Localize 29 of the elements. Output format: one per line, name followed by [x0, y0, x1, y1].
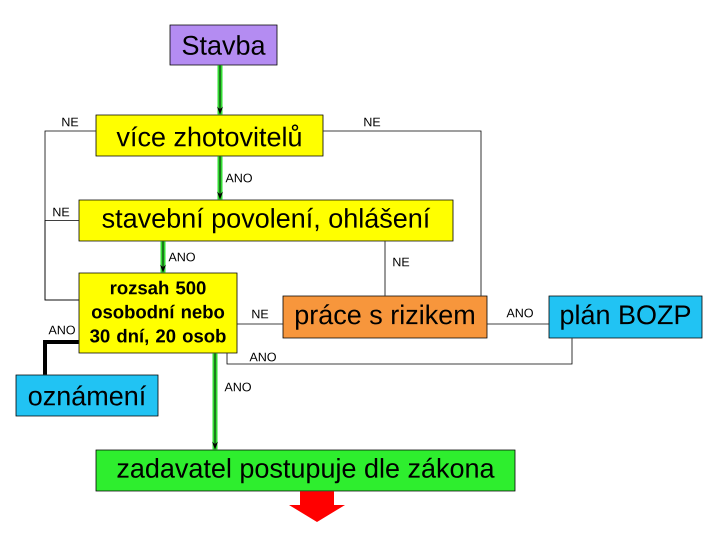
connector-line: [44, 220, 79, 300]
process-box: více zhotovitelů: [96, 114, 324, 156]
arrow: [217, 64, 223, 115]
connector-line: [323, 130, 482, 296]
block-arrow: [289, 491, 345, 522]
edge-label: ANO: [506, 308, 533, 318]
process-box: stavební povolení, ohlášení: [78, 200, 454, 242]
edge-label: NE: [252, 310, 268, 318]
edge-label: NE: [62, 118, 78, 126]
edge-label: NE: [364, 118, 380, 126]
connector-line: [226, 338, 572, 364]
edge-label: ANO: [250, 352, 276, 362]
process-box: plán BOZP: [548, 296, 702, 338]
arrow: [212, 352, 218, 450]
edge-label: ANO: [48, 326, 75, 334]
edge-label: ANO: [168, 252, 195, 262]
process-box: práce s rizikem: [282, 296, 488, 338]
process-box: rozsah 500 osobodní nebo 30 dní, 20 osob: [78, 272, 238, 354]
process-box: Stavba: [170, 24, 278, 66]
edge-label: NE: [53, 208, 70, 216]
edge-label: ANO: [226, 174, 252, 182]
arrow: [160, 240, 166, 273]
process-box: zadavatel postupuje dle zákona: [96, 450, 516, 492]
arrow: [217, 156, 223, 200]
process-box: oznámení: [16, 374, 158, 416]
edge-label: NE: [393, 258, 410, 266]
connector-line: [43, 340, 79, 375]
connector-line: [384, 241, 386, 296]
edge-label: ANO: [224, 382, 251, 392]
